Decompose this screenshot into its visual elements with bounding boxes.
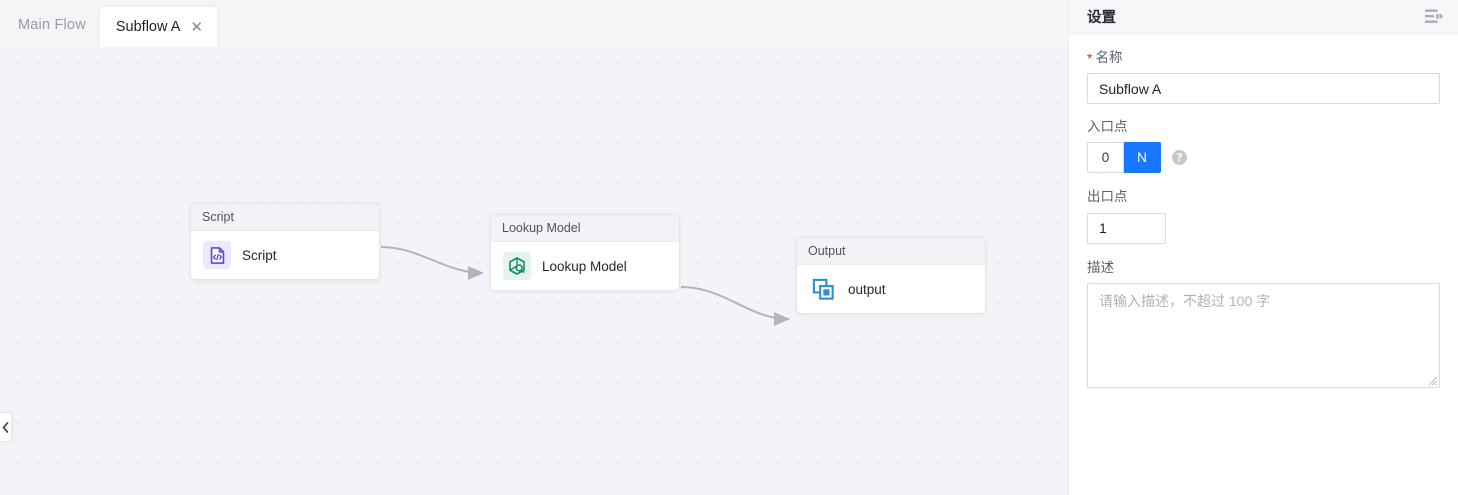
node-lookup-model-body: Lookup Model xyxy=(491,242,679,290)
chevron-left-icon xyxy=(2,421,9,433)
node-lookup-model-header: Lookup Model xyxy=(491,215,679,242)
close-icon[interactable]: ✕ xyxy=(190,17,203,36)
node-script-header: Script xyxy=(191,204,379,231)
lookup-model-hexagon-search-icon xyxy=(503,252,531,280)
page-title: 设置 xyxy=(1087,10,1116,26)
node-lookup-model[interactable]: Lookup Model Lookup Model xyxy=(490,214,680,291)
edge-script-to-lookup xyxy=(380,246,484,280)
tab-main-flow[interactable]: Main Flow xyxy=(18,17,86,33)
node-script-label: Script xyxy=(242,247,277,263)
flow-editor-pane: Main Flow Subflow A ✕ Script xyxy=(0,0,1068,495)
name-input[interactable] xyxy=(1087,73,1440,105)
flow-tab-bar: Main Flow Subflow A ✕ xyxy=(0,0,1068,47)
edge-layer xyxy=(380,246,790,326)
description-wrapper xyxy=(1087,282,1440,388)
node-lookup-model-label: Lookup Model xyxy=(542,258,627,274)
settings-panel-header: 设置 xyxy=(1069,0,1458,34)
node-script[interactable]: Script Script xyxy=(190,203,380,280)
node-output-body: output xyxy=(797,265,985,313)
script-code-file-icon xyxy=(203,241,231,269)
field-entry-point: 入口点 0 N ? xyxy=(1087,119,1440,174)
field-name-label-text: 名称 xyxy=(1095,50,1123,65)
question-mark-icon[interactable]: ? xyxy=(1172,150,1187,166)
exit-point-input[interactable] xyxy=(1087,212,1166,244)
field-exit-point-label: 出口点 xyxy=(1087,189,1128,205)
collapse-panel-icon[interactable] xyxy=(1425,9,1444,24)
field-name: * 名称 xyxy=(1087,50,1440,105)
required-marker: * xyxy=(1087,50,1093,67)
node-output-label: output xyxy=(848,281,886,297)
canvas-collapse-handle[interactable] xyxy=(0,412,12,442)
field-description: 描述 xyxy=(1087,260,1440,388)
entry-point-option-0[interactable]: 0 xyxy=(1087,142,1124,174)
node-output-header: Output xyxy=(797,238,985,265)
field-name-label: * 名称 xyxy=(1087,50,1440,66)
edge-lookup-to-output xyxy=(680,286,790,326)
field-entry-point-label: 入口点 xyxy=(1087,119,1128,135)
node-output[interactable]: Output output xyxy=(796,237,986,314)
tab-subflow-a-label: Subflow A xyxy=(115,19,181,35)
settings-form: * 名称 入口点 0 N ? 出口点 xyxy=(1069,34,1458,394)
entry-point-option-n[interactable]: N xyxy=(1124,142,1161,174)
tab-subflow-a[interactable]: Subflow A ✕ xyxy=(99,7,217,47)
entry-point-control: 0 N ? xyxy=(1087,142,1440,174)
description-textarea[interactable] xyxy=(1087,282,1440,388)
settings-panel: 设置 * 名称 入口点 xyxy=(1068,0,1458,495)
field-exit-point: 出口点 xyxy=(1087,189,1440,244)
field-description-label: 描述 xyxy=(1087,259,1114,275)
node-script-body: Script xyxy=(191,231,379,279)
entry-point-segmented: 0 N xyxy=(1087,142,1161,174)
flow-canvas[interactable]: Script Script Lookup Model xyxy=(0,47,1068,495)
output-overlapping-squares-icon xyxy=(809,275,837,303)
